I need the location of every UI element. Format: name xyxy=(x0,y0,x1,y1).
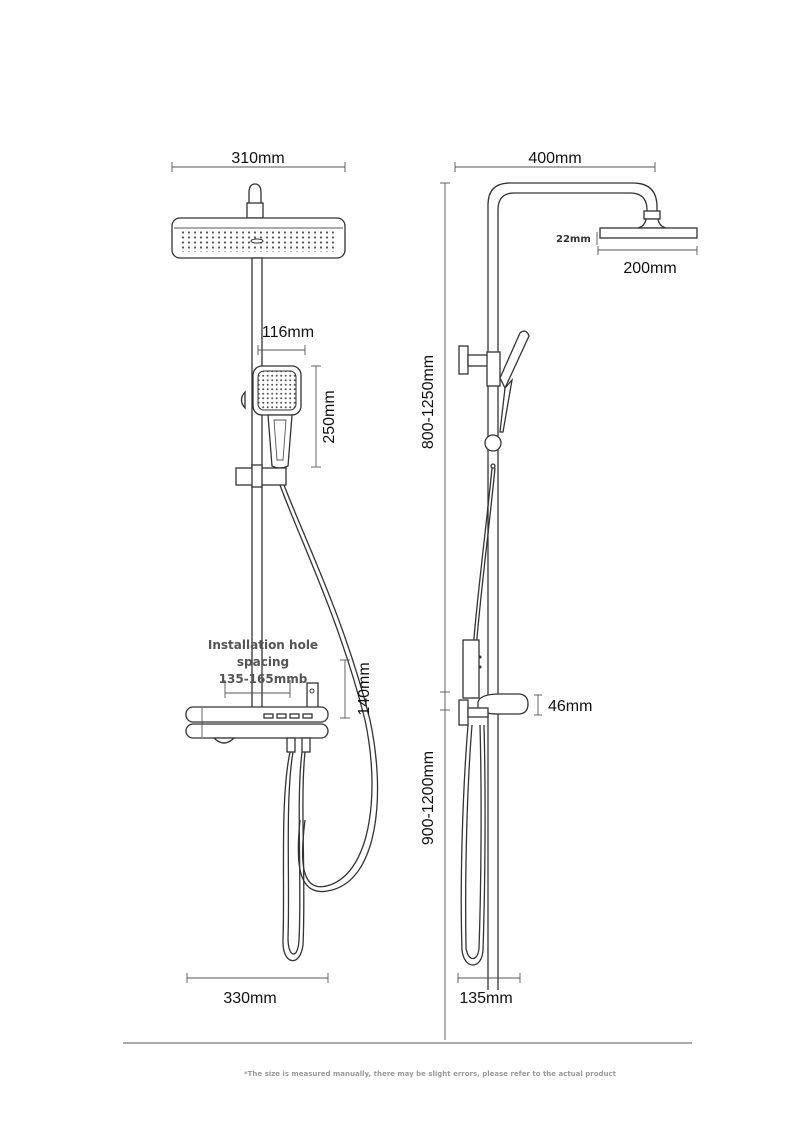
dim-arm-reach: 400mm xyxy=(454,150,656,172)
dim-spout-height: 140mm xyxy=(340,659,373,719)
dim-handheld-width: 116mm xyxy=(257,324,314,355)
side-lower-hose xyxy=(460,724,486,966)
install-note: Installation hole spacing 135-165mmb xyxy=(208,638,318,698)
lower-hose-loop xyxy=(282,751,306,962)
slide-bar-clamp xyxy=(235,464,287,488)
dim-label-lower: 900-1200mm xyxy=(420,751,437,845)
dim-shelf-width: 330mm xyxy=(186,973,329,1007)
dim-label-upper: 800-1250mm xyxy=(420,355,437,449)
dim-label-140: 140mm xyxy=(356,662,373,715)
dim-label-22: 22mm xyxy=(556,234,591,245)
upper-bracket-handheld xyxy=(458,330,530,469)
install-note-line3: 135-165mmb xyxy=(219,672,308,686)
dim-label-46: 46mm xyxy=(548,698,592,715)
hand-shower xyxy=(240,365,302,469)
hose xyxy=(279,484,379,893)
dim-handheld-height: 250mm xyxy=(311,365,338,468)
dim-label-116: 116mm xyxy=(262,324,314,341)
footer-note: *The size is measured manually, there ma… xyxy=(244,1070,617,1078)
dim-top-width: 310mm xyxy=(171,150,346,172)
dim-label-200: 200mm xyxy=(623,260,676,277)
front-view: 310mm 116mm xyxy=(171,150,379,1007)
install-note-line1: Installation hole xyxy=(208,638,318,652)
dim-label-135: 135mm xyxy=(459,990,512,1007)
rain-shower-head xyxy=(171,183,346,259)
shelf-valve xyxy=(185,682,329,753)
side-view: 800-1250mm 900-1200mm 400mm 22mm 200mm xyxy=(420,150,698,1040)
side-valve-shelf xyxy=(458,639,529,726)
shelf-buttons xyxy=(263,713,313,719)
install-note-line2: spacing xyxy=(237,655,289,669)
dim-label-400: 400mm xyxy=(528,150,581,167)
dim-overall-height: 800-1250mm 900-1200mm xyxy=(420,182,450,1040)
dim-label-330: 330mm xyxy=(223,990,276,1007)
dim-soap-dish: 46mm xyxy=(534,694,592,716)
riser-arm xyxy=(487,182,658,990)
dim-label-250: 250mm xyxy=(321,390,338,443)
dim-base-depth: 135mm xyxy=(457,973,521,1007)
dim-label-310: 310mm xyxy=(231,150,284,167)
overhead-shower-head: 22mm 200mm xyxy=(556,210,698,277)
